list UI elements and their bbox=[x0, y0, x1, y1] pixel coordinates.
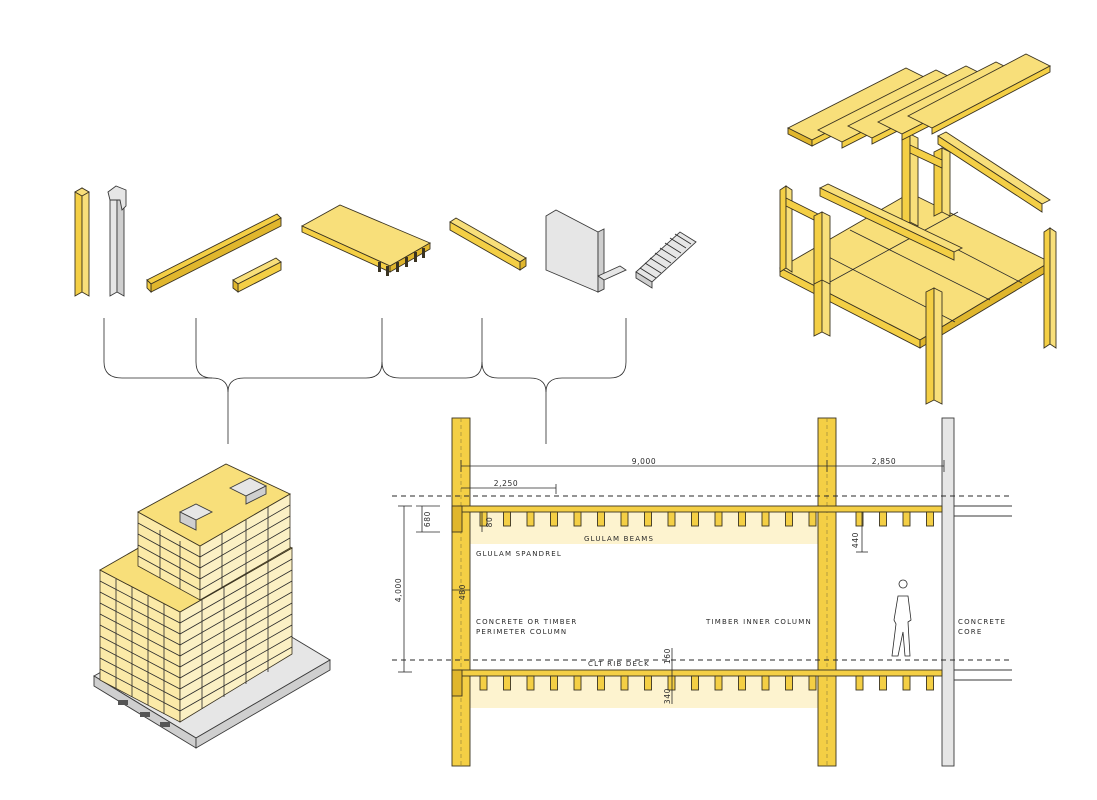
concrete-core bbox=[941, 417, 955, 767]
building-floor-lines bbox=[99, 504, 293, 714]
label-clt-rib-deck: CLT RIB DECK bbox=[588, 660, 650, 668]
deck-rib bbox=[855, 511, 864, 527]
deck-rib bbox=[550, 511, 558, 527]
deck-rib bbox=[855, 675, 864, 691]
building-base bbox=[118, 700, 170, 727]
section-drawing: 9,000 2,850 2,250 680 80 4,000 440 480 1… bbox=[392, 417, 1012, 767]
dim-beam-depth: 440 bbox=[851, 532, 860, 548]
label-core-1: CONCRETE bbox=[958, 618, 1006, 626]
dim-deck-top: 80 bbox=[485, 517, 494, 528]
deck-rib bbox=[526, 675, 535, 691]
deck-rib bbox=[526, 511, 535, 527]
label-perimeter-column-2: PERIMETER COLUMN bbox=[476, 628, 567, 636]
deck-rib bbox=[926, 675, 934, 691]
deck-rib bbox=[479, 511, 488, 527]
glulam-beam-component bbox=[146, 213, 282, 294]
deck-rib bbox=[620, 511, 629, 527]
deck-rib bbox=[503, 675, 511, 691]
component-kit bbox=[74, 185, 697, 297]
deck-rib bbox=[785, 675, 793, 691]
dim-rib-depth: 340 bbox=[663, 688, 672, 704]
bracket-connectors bbox=[103, 318, 627, 444]
deck-rib bbox=[902, 675, 911, 691]
deck-rib bbox=[714, 511, 723, 527]
dim-deck-thickness: 160 bbox=[663, 648, 672, 664]
deck-rib bbox=[667, 511, 676, 527]
deck-rib bbox=[714, 675, 723, 691]
deck-rib bbox=[785, 511, 793, 527]
deck-rib bbox=[691, 675, 699, 691]
label-glulam-spandrel: GLULAM SPANDREL bbox=[476, 550, 562, 558]
dimension-lines bbox=[398, 460, 945, 704]
deck-rib bbox=[761, 675, 770, 691]
person-silhouette bbox=[891, 579, 912, 657]
dim-core-offset: 2,850 bbox=[872, 457, 896, 466]
deck-rib bbox=[808, 675, 817, 691]
glulam-spandrel bbox=[451, 505, 463, 533]
label-glulam-beams: GLULAM BEAMS bbox=[584, 535, 654, 543]
deck-rib bbox=[550, 675, 558, 691]
deck-rib bbox=[667, 675, 676, 691]
dim-floor-height: 4,000 bbox=[394, 578, 403, 602]
deck-rib bbox=[573, 675, 582, 691]
deck-rib bbox=[926, 511, 934, 527]
deck-rib bbox=[691, 511, 699, 527]
dim-bay-span: 9,000 bbox=[632, 457, 656, 466]
deck-rib bbox=[573, 511, 582, 527]
deck-rib bbox=[761, 511, 770, 527]
deck-rib bbox=[503, 511, 511, 527]
label-inner-column: TIMBER INNER COLUMN bbox=[705, 618, 812, 626]
precast-wall-component bbox=[545, 209, 627, 293]
deck-rib bbox=[738, 675, 746, 691]
deck-rib bbox=[902, 511, 911, 527]
upper-deck-ribs bbox=[479, 511, 934, 527]
clt-rib-deck-component bbox=[300, 204, 432, 276]
stair-component bbox=[635, 231, 697, 289]
spandrel-component bbox=[449, 217, 527, 271]
roof-planks bbox=[787, 53, 1051, 149]
deck-rib bbox=[620, 675, 629, 691]
dim-spandrel-depth: 680 bbox=[423, 511, 432, 527]
deck-rib bbox=[879, 511, 887, 527]
lower-deck-ribs bbox=[479, 675, 934, 691]
timber-column-component bbox=[74, 187, 90, 297]
dim-column-width: 480 bbox=[458, 584, 467, 600]
label-perimeter-column-1: CONCRETE OR TIMBER bbox=[476, 618, 577, 626]
deck-rib bbox=[808, 511, 817, 527]
deck-rib bbox=[644, 675, 652, 691]
dim-spandrel-offset: 2,250 bbox=[494, 479, 518, 488]
deck-rib bbox=[644, 511, 652, 527]
short-beam-component bbox=[232, 257, 282, 293]
building-isometric bbox=[93, 463, 331, 749]
label-core-2: CORE bbox=[958, 628, 982, 636]
deck-rib bbox=[597, 511, 605, 527]
exploded-structure bbox=[779, 53, 1057, 405]
upper-clt-deck bbox=[457, 505, 943, 513]
concrete-column-component bbox=[107, 185, 127, 297]
deck-rib bbox=[597, 675, 605, 691]
lower-clt-deck bbox=[457, 669, 943, 677]
deck-rib bbox=[479, 675, 488, 691]
deck-rib bbox=[879, 675, 887, 691]
deck-rib bbox=[738, 511, 746, 527]
